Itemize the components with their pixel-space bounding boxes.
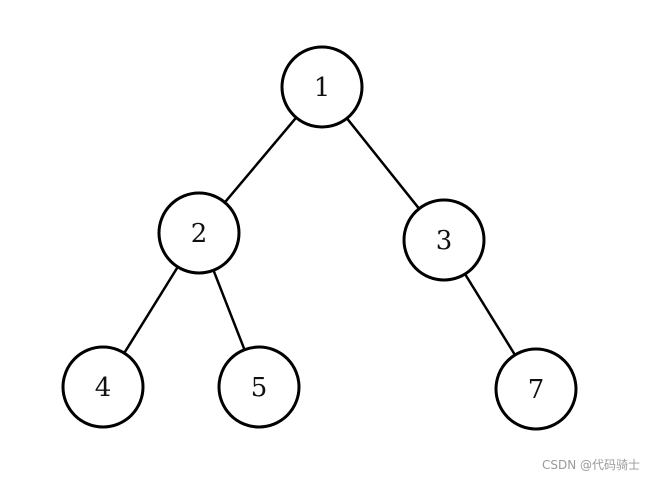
tree-node-circle xyxy=(157,191,241,275)
tree-node-4: 4 xyxy=(61,345,145,429)
csdn-watermark: CSDN @代码骑士 xyxy=(541,458,640,472)
tree-edge-n1-n3 xyxy=(345,117,421,210)
tree-edge-n2-n5 xyxy=(212,269,246,351)
tree-node-5: 5 xyxy=(217,345,301,429)
tree-node-2: 2 xyxy=(157,191,241,275)
tree-node-circle xyxy=(494,347,578,431)
tree-node-circle xyxy=(61,345,145,429)
tree-edge-n3-n7 xyxy=(463,272,517,357)
tree-node-circle xyxy=(280,45,364,129)
tree-node-3: 3 xyxy=(402,198,486,282)
tree-node-circle xyxy=(402,198,486,282)
tree-node-label: 3 xyxy=(436,226,453,256)
tree-nodes: 1 2 3 4 5 7 xyxy=(61,45,578,431)
tree-node-label: 1 xyxy=(314,73,331,103)
tree-node-label: 2 xyxy=(191,219,208,249)
tree-edges xyxy=(122,116,517,357)
tree-node-label: 4 xyxy=(95,373,112,403)
tree-node-7: 7 xyxy=(494,347,578,431)
tree-edge-n1-n2 xyxy=(223,116,298,204)
tree-edge-n2-n4 xyxy=(122,265,180,355)
tree-node-label: 7 xyxy=(528,375,545,405)
tree-node-circle xyxy=(217,345,301,429)
tree-node-label: 5 xyxy=(251,373,268,403)
tree-node-1: 1 xyxy=(280,45,364,129)
